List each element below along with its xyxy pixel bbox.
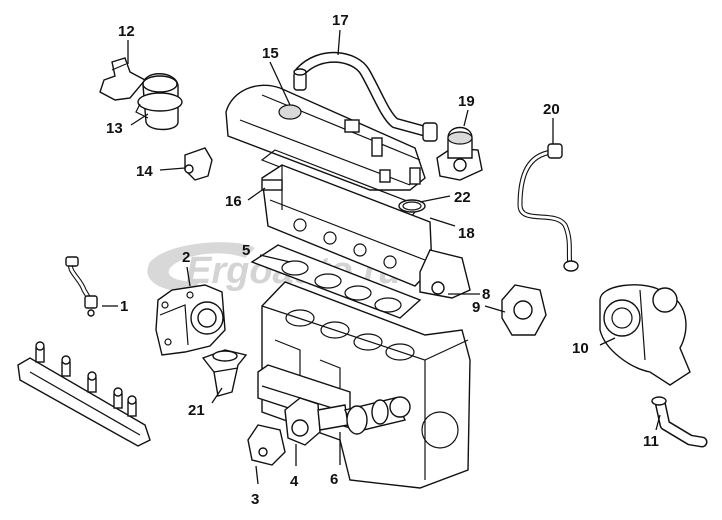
callout-11: 11: [643, 433, 659, 450]
leader-lines: [102, 29, 661, 485]
part-5-head-gasket[interactable]: [250, 244, 422, 319]
part-8-manifold[interactable]: [419, 249, 471, 299]
part-21-bracket[interactable]: [201, 349, 248, 397]
callout-15: 15: [262, 45, 279, 62]
callout-1: 1: [120, 298, 128, 315]
part-22-o-ring[interactable]: [398, 199, 426, 213]
part-12-bracket[interactable]: [99, 57, 147, 101]
part-18-cylinder-head[interactable]: [261, 164, 433, 287]
part-19-egr-valve[interactable]: [436, 126, 483, 181]
callout-labels: 1 2 3 4 5 6 8 9 10 11 12 13 14 15 16 17 …: [106, 12, 659, 508]
part-1-sensor[interactable]: [65, 256, 98, 317]
callout-20: 20: [543, 101, 560, 118]
part-2-flange[interactable]: [155, 284, 226, 356]
part-4-pump[interactable]: [284, 397, 349, 446]
callout-6: 6: [330, 471, 338, 488]
callout-3: 3: [251, 491, 259, 508]
callout-19: 19: [458, 93, 475, 110]
callout-5: 5: [242, 242, 250, 259]
callout-17: 17: [332, 12, 349, 29]
part-6-shaft[interactable]: [344, 396, 411, 435]
callout-13: 13: [106, 120, 123, 137]
callout-18: 18: [458, 225, 475, 242]
part-10-turbocharger[interactable]: [599, 284, 691, 386]
part-15-oil-cap[interactable]: [278, 68, 307, 120]
part-3-bracket[interactable]: [247, 424, 286, 466]
callout-21: 21: [188, 402, 205, 419]
callout-8: 8: [482, 286, 490, 303]
callout-14: 14: [136, 163, 153, 180]
part-20-pipe[interactable]: [517, 143, 579, 272]
part-17-hose[interactable]: [294, 51, 438, 142]
callout-16: 16: [225, 193, 242, 210]
part-14-sensor[interactable]: [184, 147, 213, 181]
callout-4: 4: [290, 473, 299, 490]
part-engine-block[interactable]: [257, 281, 471, 489]
callout-22: 22: [454, 189, 471, 206]
part-9-housing[interactable]: [501, 284, 547, 336]
part-11-hose[interactable]: [651, 396, 708, 448]
callout-12: 12: [118, 23, 135, 40]
callout-2: 2: [182, 249, 190, 266]
part-cylinder-head-cover[interactable]: [225, 84, 426, 191]
part-fuel-rail[interactable]: [17, 341, 151, 447]
callout-10: 10: [572, 340, 589, 357]
callout-9: 9: [472, 299, 480, 316]
part-13-pump[interactable]: [135, 73, 183, 131]
